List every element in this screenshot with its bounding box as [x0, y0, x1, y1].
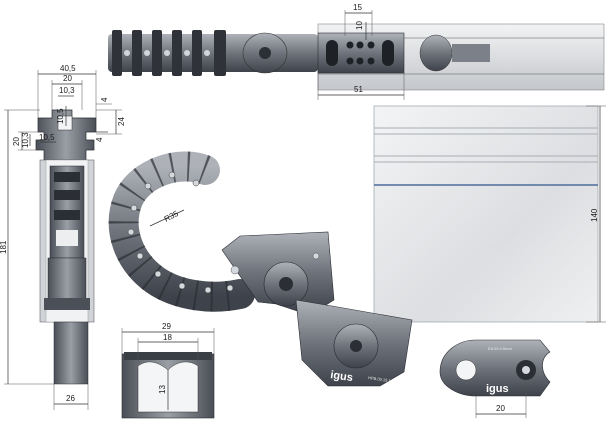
- side-link-plate: [439, 339, 551, 397]
- dim-top-offset: 51: [354, 85, 363, 94]
- dim-top-slot-height: 10: [355, 21, 364, 30]
- dim-profile-slot: 10,3: [59, 86, 75, 95]
- dim-bottom-width: 26: [66, 394, 75, 403]
- dim-top-slot-width: 15: [353, 3, 362, 12]
- curved-chain-band: [108, 151, 255, 312]
- dim-profile-lip: 4: [100, 97, 109, 102]
- panel-face: [373, 105, 599, 323]
- brand-logo: igus: [330, 369, 354, 384]
- dim-link-inner-width: 18: [163, 333, 172, 342]
- bottom-mount-block: [53, 321, 89, 385]
- link-section-view: 29 18 13: [121, 322, 215, 419]
- side-link-part-number: E8.05.0.6mm: [488, 346, 512, 351]
- side-link-logo: igus: [486, 383, 509, 395]
- dim-sidelink-width: 20: [496, 404, 505, 413]
- part-number: HPB.00.15.1: [368, 375, 392, 383]
- dim-panel-height: 140: [590, 208, 599, 222]
- dim-profile-left-height: 20: [12, 137, 21, 146]
- panel-grooves: [374, 127, 598, 163]
- top-mount-holes: [326, 40, 394, 66]
- dim-profile-left-lip: 10,5: [39, 133, 55, 142]
- dim-profile-left-inner: 10,3: [21, 132, 30, 148]
- dim-link-inner-height: 13: [158, 385, 167, 394]
- dim-profile-inner-width: 20: [63, 74, 72, 83]
- curved-chain-view: R35 igus HPB.00.15.1: [108, 151, 413, 387]
- vertical-chain: [44, 165, 90, 310]
- top-chain-links: [112, 30, 226, 76]
- panel-view: 140: [373, 105, 606, 323]
- dim-profile-small: 4: [95, 137, 104, 142]
- left-profile-view: 40,5 20 10,3 10,5 4 24 4 20 10,3 10,5 18…: [0, 64, 126, 410]
- curved-chain-pins: [127, 171, 234, 294]
- side-link-view: E8.05.0.6mm igus 20: [439, 339, 551, 418]
- dim-overall-height: 181: [0, 240, 8, 254]
- dim-link-outer-width: 29: [162, 322, 171, 331]
- top-end-roller: [419, 34, 453, 72]
- dim-profile-width: 40,5: [60, 64, 76, 73]
- profile-section: [35, 109, 97, 161]
- dim-profile-slot-depth: 10,5: [56, 108, 65, 124]
- dim-radius: R35: [163, 209, 181, 224]
- top-chain-view: 15 10 51: [108, 3, 605, 100]
- top-chain-pins: [124, 50, 210, 56]
- dim-profile-height: 24: [117, 117, 126, 126]
